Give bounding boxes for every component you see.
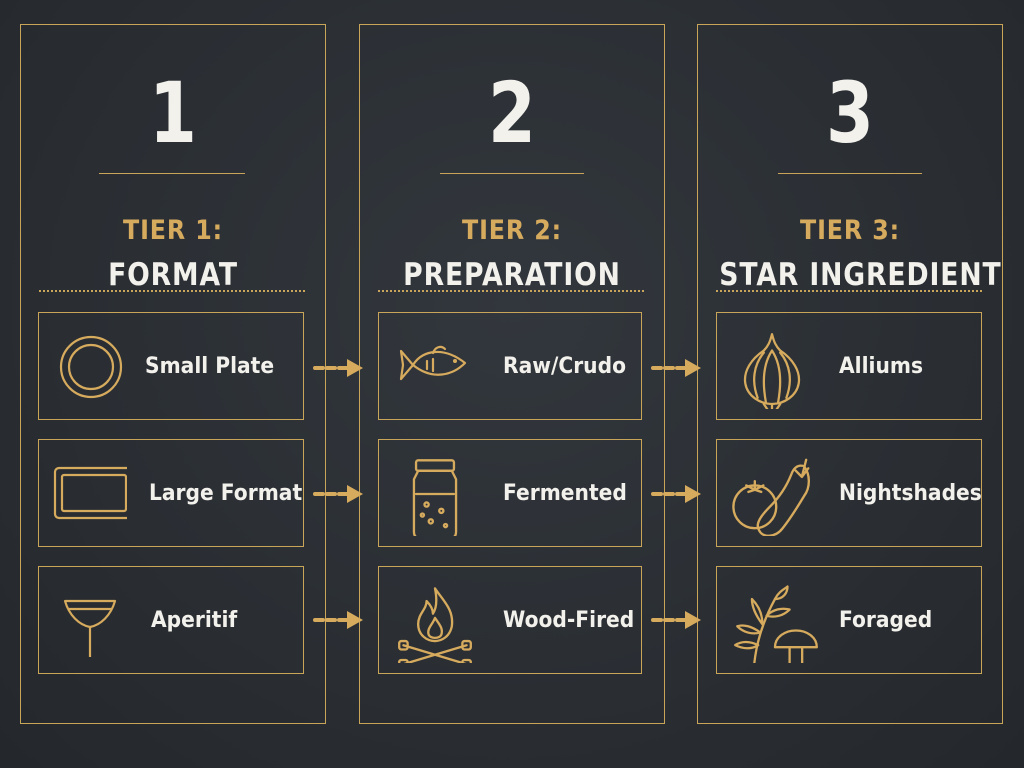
number-divider [99,173,245,174]
tier-column-2: 2 TIER 2: PREPARATION [359,24,665,724]
item-label: Large Format [149,480,303,506]
tier-title: STAR INGREDIENT [719,257,1002,293]
tier-label: TIER 2: [461,215,563,246]
item-large-format: Large Format [38,439,304,547]
arrow-right-icon [651,485,701,503]
tier-label: TIER 3: [799,215,901,246]
tier-title: FORMAT [108,257,238,293]
item-label: Alliums [839,353,924,379]
number-divider [778,173,922,174]
arrow-right-icon [313,611,363,629]
item-label: Wood-Fired [503,607,635,633]
tray-icon [53,466,127,520]
item-label: Raw/Crudo [503,353,626,379]
arrow-right-icon [651,611,701,629]
tier-column-3: 3 TIER 3: STAR INGREDIENT [697,24,1003,724]
campfire-icon [398,587,472,663]
item-alliums: Alliums [716,312,982,420]
item-raw-crudo: Raw/Crudo [378,312,642,420]
plate-icon [59,335,123,399]
number-divider [440,173,584,174]
dotted-divider [39,290,305,292]
tomato-eggplant-icon [732,458,811,536]
item-label: Nightshades [839,480,982,506]
cocktail-glass-icon [63,599,117,657]
item-nightshades: Nightshades [716,439,982,547]
item-wood-fired: Wood-Fired [378,566,642,674]
arrow-right-icon [651,359,701,377]
jar-icon [412,459,458,536]
item-small-plate: Small Plate [38,312,304,420]
fish-icon [399,345,467,381]
item-foraged: Foraged [716,566,982,674]
tier-number: 1 [149,64,197,162]
tier-label: TIER 1: [122,215,224,246]
garlic-icon [743,333,801,409]
item-label: Small Plate [145,353,275,379]
dotted-divider [378,290,644,292]
tier-column-1: 1 TIER 1: FORMAT [20,24,326,724]
tier-number: 2 [488,64,536,162]
tier-title: PREPARATION [403,257,621,293]
item-label: Fermented [503,480,627,506]
herb-mushroom-icon [734,585,818,663]
arrow-right-icon [313,485,363,503]
item-aperitif: Aperitif [38,566,304,674]
tier-number: 3 [826,64,874,162]
item-label: Aperitif [151,607,238,633]
arrow-right-icon [313,359,363,377]
item-label: Foraged [839,607,933,633]
item-fermented: Fermented [378,439,642,547]
dotted-divider [716,290,982,292]
